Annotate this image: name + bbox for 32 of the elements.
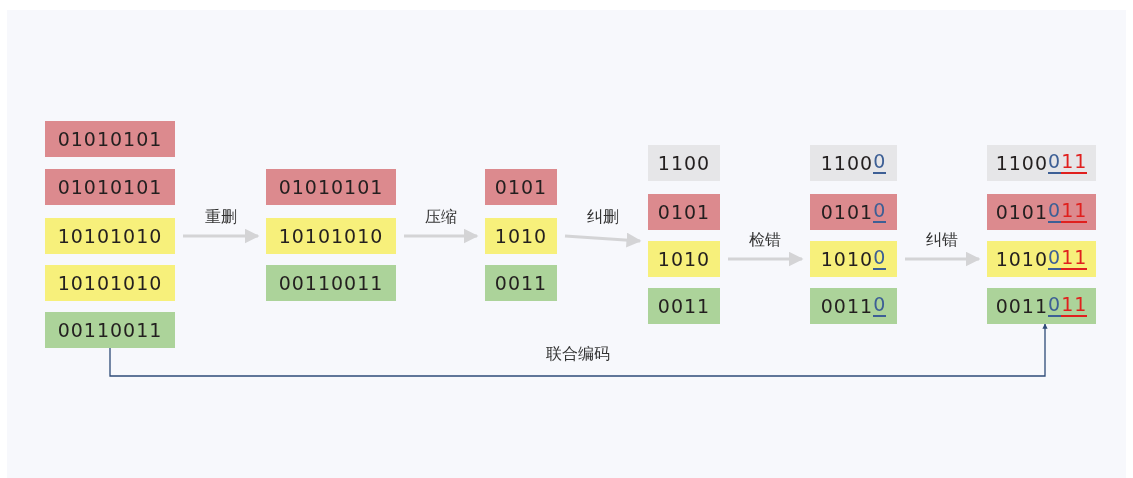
code-box: 01010101 [45, 169, 175, 205]
code-box: 0101 [648, 194, 720, 230]
code-box: 1010 [485, 218, 557, 254]
code-box: 00110 11 [987, 288, 1096, 324]
code-box: 10100 11 [987, 241, 1096, 277]
code-box: 00110011 [45, 312, 175, 348]
code-box: 00110 [810, 288, 897, 324]
code-box: 01010 11 [987, 194, 1096, 230]
code-box: 01010 [810, 194, 897, 230]
code-box: 1100 [648, 145, 720, 181]
code-box: 10100 [810, 241, 897, 277]
code-box: 0101 [485, 169, 557, 205]
code-box: 10101010 [45, 265, 175, 301]
arrow [183, 228, 260, 244]
arrow [109, 323, 1048, 377]
code-box: 10101010 [45, 218, 175, 254]
edge-label: 纠删 [584, 206, 621, 228]
code-box: 11000 [810, 145, 897, 181]
code-box: 00110011 [266, 265, 396, 301]
code-box: 0011 [485, 265, 557, 301]
code-box: 11000 11 [987, 145, 1096, 181]
arrow [564, 232, 642, 248]
edge-label: 重删 [202, 206, 239, 228]
arrow [728, 251, 804, 267]
code-box: 01010101 [45, 121, 175, 157]
edge-label: 联合编码 [543, 343, 612, 365]
code-box: 1010 [648, 241, 720, 277]
arrow [905, 251, 981, 267]
code-box: 01010101 [266, 169, 396, 205]
code-box: 10101010 [266, 218, 396, 254]
arrow [404, 228, 479, 244]
code-box: 0011 [648, 288, 720, 324]
